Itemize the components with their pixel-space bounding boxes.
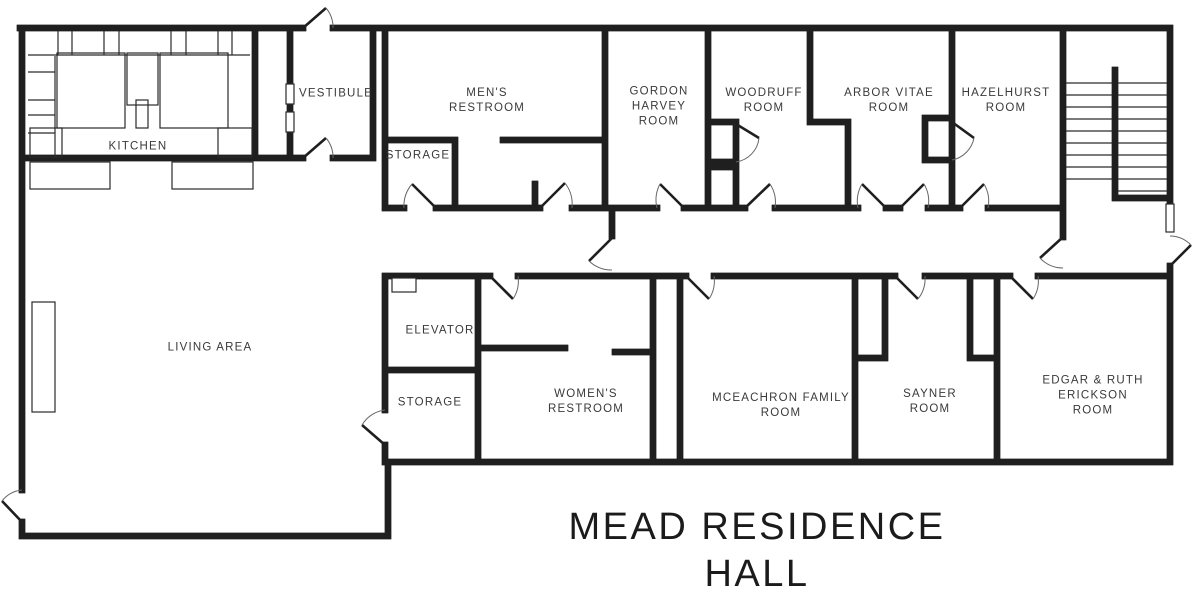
walls bbox=[16, 24, 1174, 540]
door-swing-arcs bbox=[1, 7, 1192, 502]
living-area-fixture bbox=[31, 301, 56, 413]
stairs-icon bbox=[1066, 82, 1167, 192]
door-leaves bbox=[1, 7, 1192, 523]
windows bbox=[285, 83, 1175, 233]
plan-title: MEAD RESIDENCE HALL bbox=[568, 506, 946, 595]
elevator-door-recess bbox=[391, 277, 417, 293]
kitchen-fixtures bbox=[28, 31, 254, 190]
